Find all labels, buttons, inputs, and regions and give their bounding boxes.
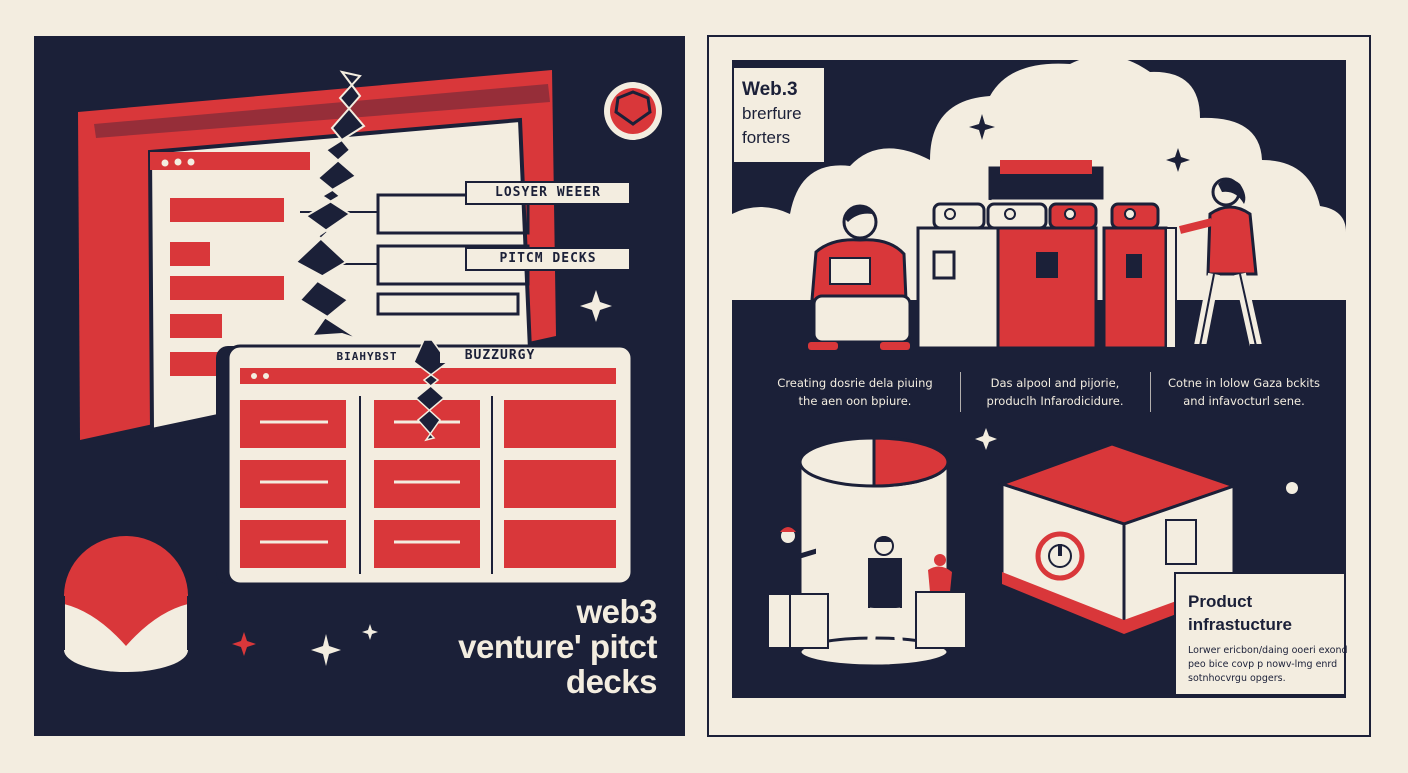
data-table-panel (216, 339, 634, 586)
sparkle-red-icon (232, 632, 256, 656)
person-walking-illustration (1179, 177, 1268, 352)
shield-badge-icon (604, 82, 662, 140)
person-laptop-illustration (808, 204, 912, 350)
people-group-illustration (767, 527, 967, 657)
sparkle-icon (311, 290, 612, 666)
right-panel (707, 35, 1371, 737)
product-box-illustration (997, 442, 1239, 637)
left-panel (34, 36, 685, 736)
cylinder-token-icon (63, 536, 189, 672)
server-machine-illustration (916, 160, 1177, 350)
